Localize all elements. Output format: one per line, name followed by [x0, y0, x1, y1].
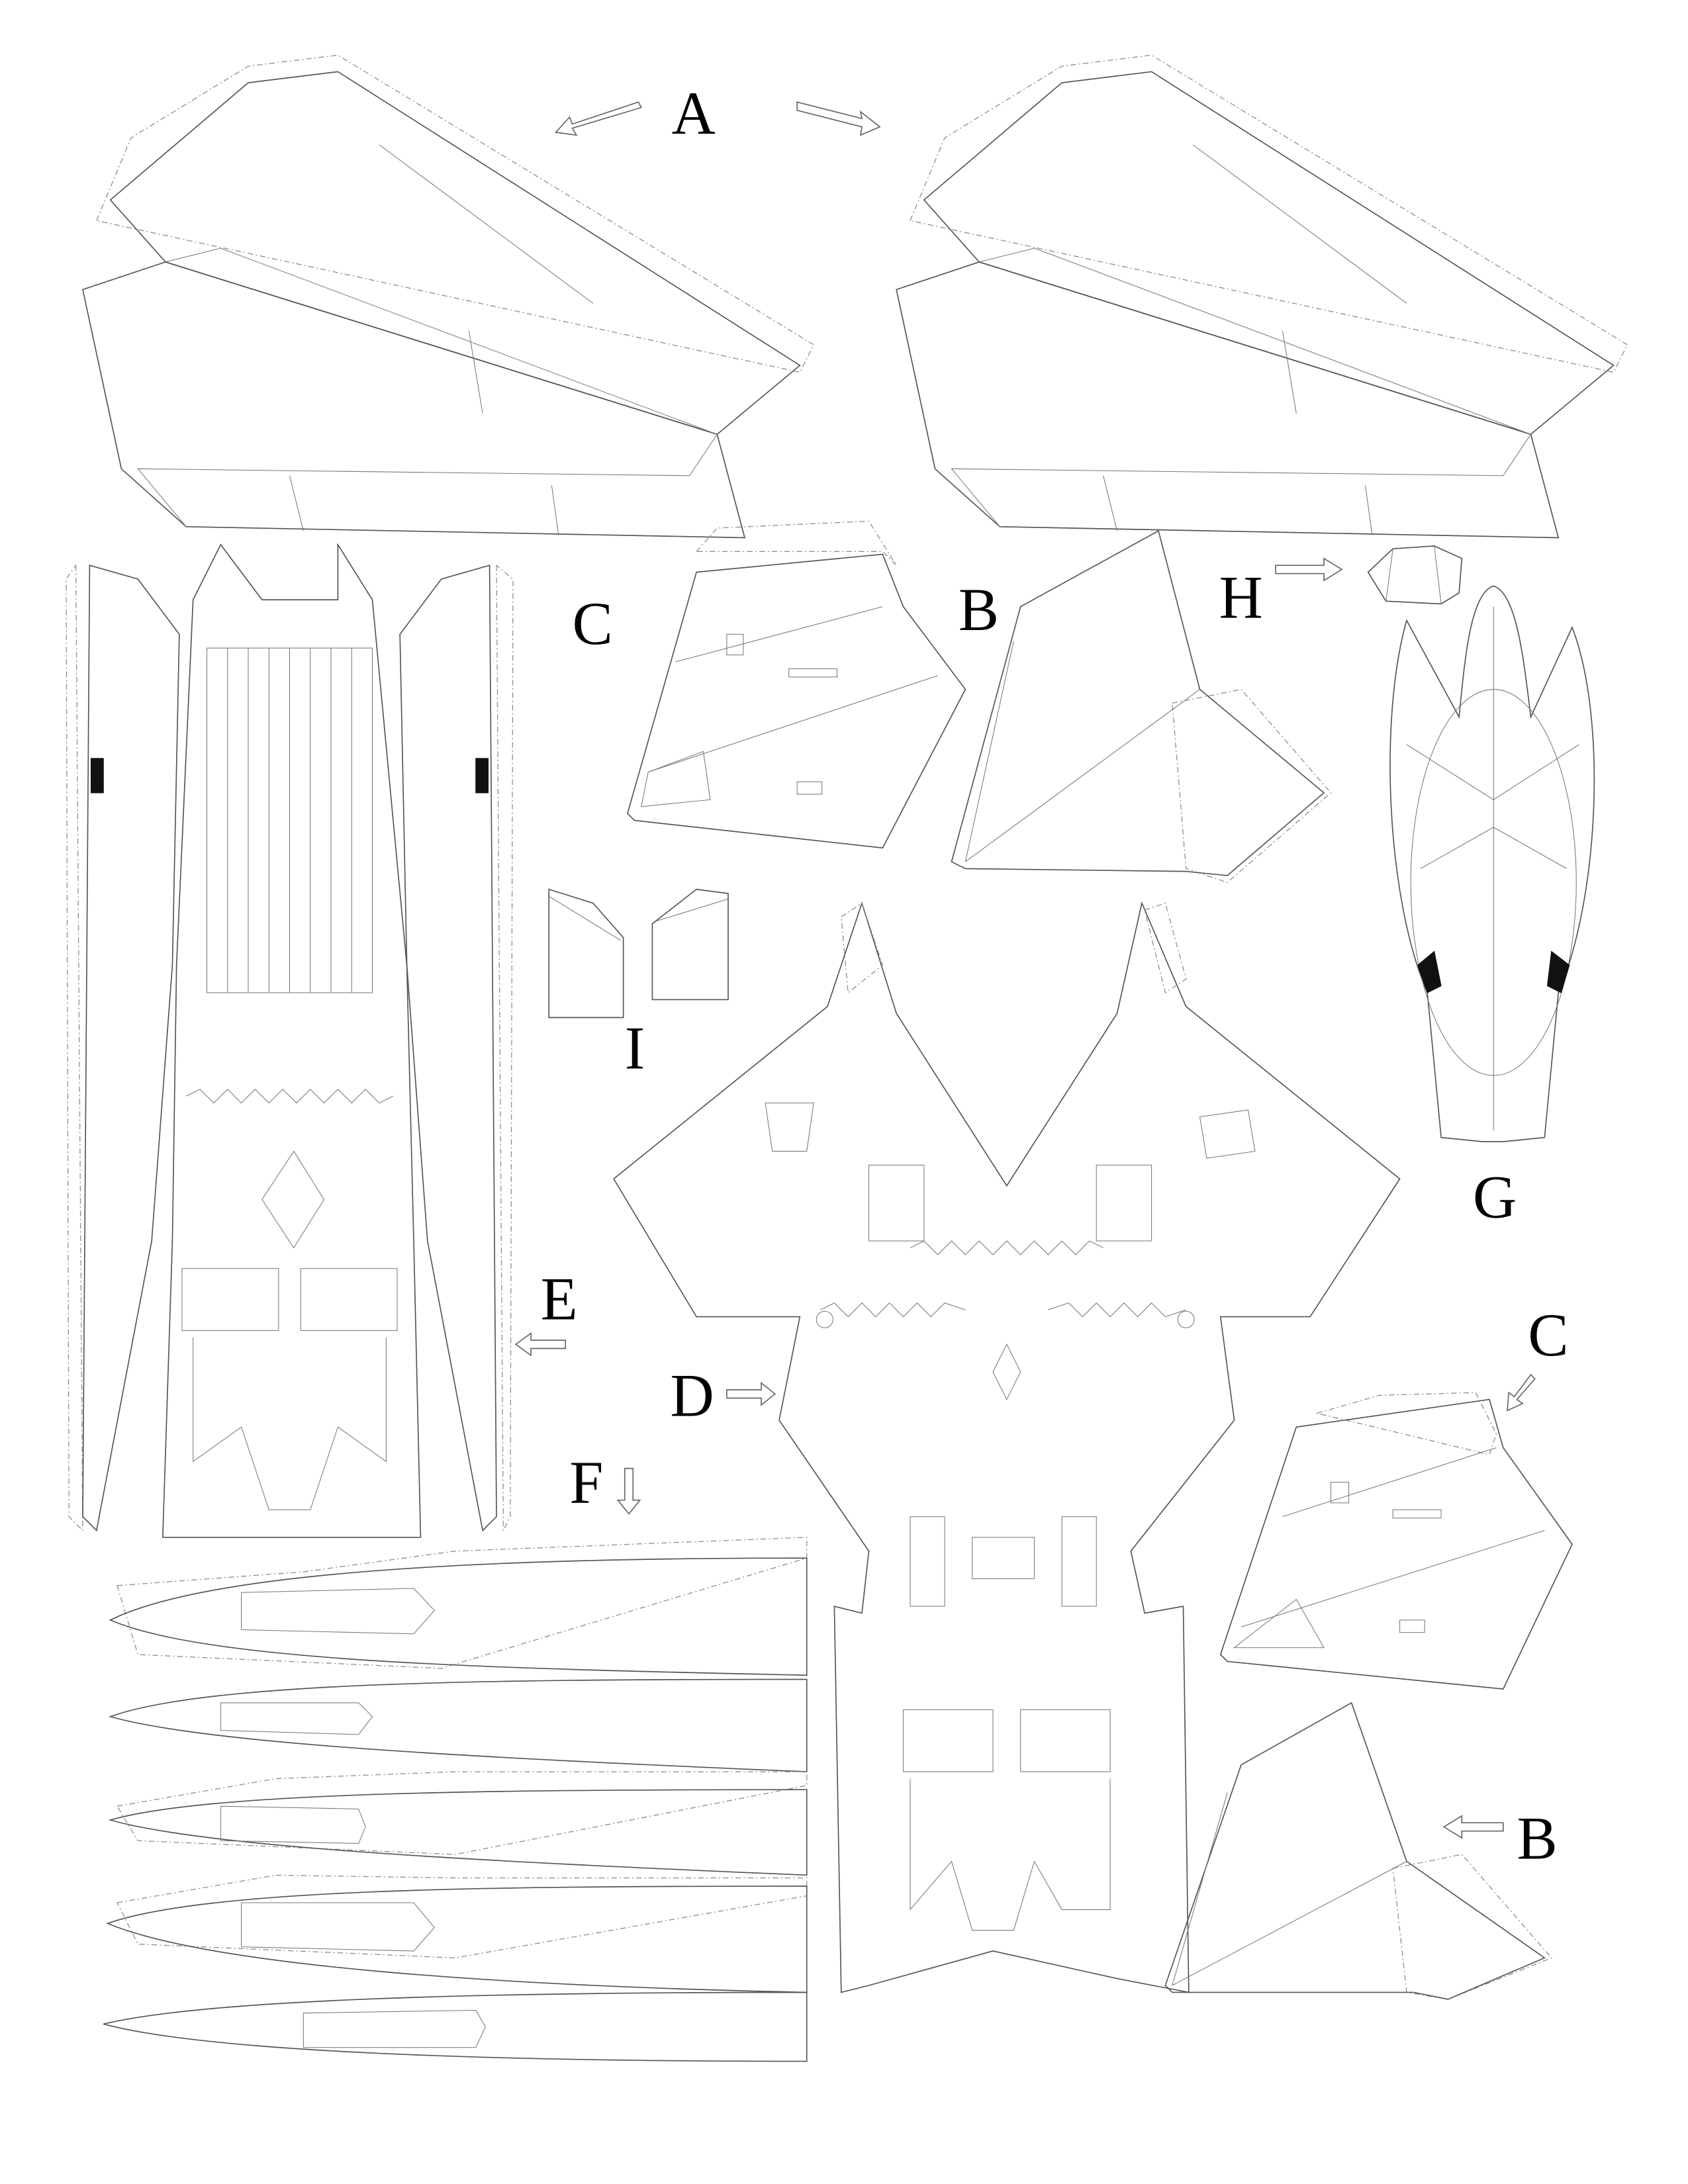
arrow-right-icon [796, 101, 881, 136]
label-a: A [672, 79, 716, 147]
part-i [548, 888, 729, 1019]
arrow-right-icon [726, 1381, 776, 1406]
intake-detail-icon [90, 758, 104, 794]
part-f-nose-pieces [103, 1467, 808, 2062]
part-b-top [951, 529, 1332, 884]
arrow-right-icon [1275, 557, 1343, 582]
intake-detail-icon [475, 758, 489, 794]
label-d: D [671, 1362, 714, 1430]
part-a-left-wing [82, 54, 814, 539]
arrow-left-icon [1442, 1815, 1504, 1839]
label-b-top: B [959, 576, 999, 643]
label-c-bottom: C [1528, 1301, 1568, 1369]
part-g-fuselage-top [1389, 585, 1595, 1142]
label-g: G [1473, 1163, 1517, 1231]
label-h: H [1219, 563, 1263, 631]
arrow-down-icon [616, 1467, 641, 1515]
part-c-top [626, 520, 966, 849]
part-a-right-wing [896, 54, 1628, 539]
part-b-bottom [1164, 1702, 1552, 2000]
part-c-bottom [1219, 1373, 1573, 1690]
label-i: I [625, 1015, 645, 1082]
part-h [1275, 545, 1463, 605]
arrow-left-icon [554, 101, 642, 136]
label-b-bottom: B [1517, 1804, 1558, 1872]
part-d-main-body [612, 901, 1401, 1993]
label-f: F [569, 1449, 603, 1516]
part-e-fuselage-underside [66, 543, 566, 1538]
intake-detail-icon [1546, 950, 1570, 993]
label-c-top: C [573, 590, 613, 657]
label-e: E [541, 1265, 578, 1333]
arrow-left-icon [514, 1332, 566, 1357]
intake-detail-icon [1417, 950, 1442, 993]
arrow-down-left-icon [1507, 1373, 1536, 1412]
